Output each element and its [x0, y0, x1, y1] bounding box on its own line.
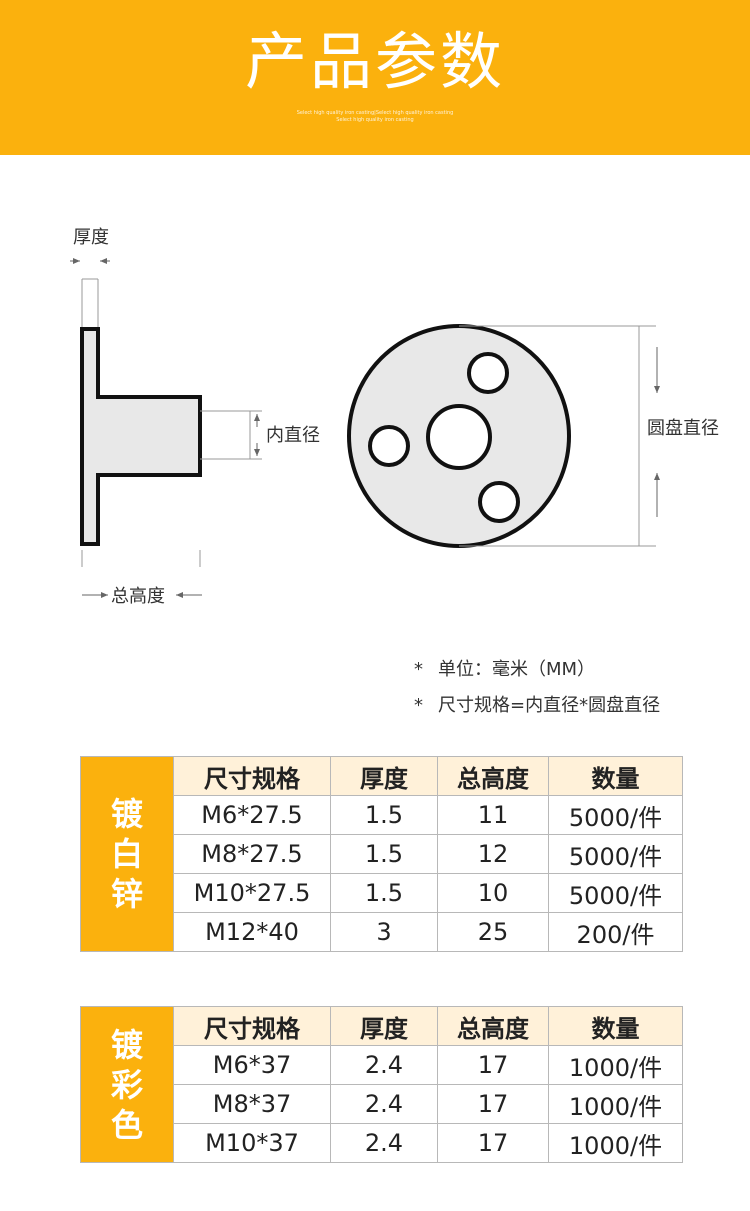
thickness-label: 厚度 [73, 227, 109, 248]
header-spec: 尺寸规格 [173, 756, 331, 796]
note-star: * [414, 659, 423, 680]
header-thickness: 厚度 [330, 756, 438, 796]
banner-subtitle-line-2: Select high quality iron casting [336, 117, 414, 123]
header-quantity: 数量 [548, 1006, 683, 1046]
cell-spec: M6*37 [173, 1045, 331, 1085]
banner-subtitle: Select high quality iron casting|Select … [0, 110, 750, 124]
note-spec: * 尺寸规格=内直径*圆盘直径 [414, 688, 660, 724]
header-total-height: 总高度 [437, 1006, 549, 1046]
table-row: M10*27.5 1.5 10 5000/件 [81, 873, 683, 913]
spec-table-white-zinc: 镀 白 锌 尺寸规格 厚度 总高度 数量 M6*27.5 1.5 11 5000… [80, 756, 683, 952]
table-side-label: 镀 白 锌 [80, 756, 174, 952]
header-banner: 产品参数 Select high quality iron casting|Se… [0, 0, 750, 155]
flange-side-profile [80, 327, 202, 546]
note-star: * [414, 695, 423, 716]
cell-thickness: 1.5 [330, 795, 438, 835]
cell-quantity: 1000/件 [548, 1084, 683, 1124]
note-spec-text: 尺寸规格=内直径*圆盘直径 [438, 695, 661, 716]
cell-total-height: 17 [437, 1084, 549, 1124]
header-quantity: 数量 [548, 756, 683, 796]
note-unit-text: 单位：毫米（MM） [438, 659, 596, 680]
cell-spec: M10*37 [173, 1123, 331, 1163]
header-spec: 尺寸规格 [173, 1006, 331, 1046]
cell-quantity: 1000/件 [548, 1123, 683, 1163]
cell-spec: M6*27.5 [173, 795, 331, 835]
table-side-label: 镀 彩 色 [80, 1006, 174, 1163]
cell-quantity: 5000/件 [548, 873, 683, 913]
disc-mount-hole-left [368, 425, 410, 467]
cell-quantity: 200/件 [548, 912, 683, 952]
cell-total-height: 17 [437, 1123, 549, 1163]
cell-thickness: 2.4 [330, 1084, 438, 1124]
cell-quantity: 5000/件 [548, 834, 683, 874]
table-row: M8*27.5 1.5 12 5000/件 [81, 834, 683, 874]
table-row: M6*37 2.4 17 1000/件 [81, 1045, 683, 1085]
banner-subtitle-line-1: Select high quality iron casting|Select … [296, 110, 454, 116]
cell-total-height: 25 [437, 912, 549, 952]
disc-mount-hole-top [467, 352, 509, 394]
diagram-svg: 厚度 内直径 总高度 圆盘直径 [70, 227, 719, 607]
cell-thickness: 3 [330, 912, 438, 952]
table-row: M12*40 3 25 200/件 [81, 912, 683, 952]
table-row: M8*37 2.4 17 1000/件 [81, 1084, 683, 1124]
disc-mount-hole-bottom [478, 481, 520, 523]
cell-thickness: 2.4 [330, 1123, 438, 1163]
disc-diameter-label: 圆盘直径 [647, 418, 719, 439]
total-height-label: 总高度 [111, 586, 165, 607]
cell-total-height: 12 [437, 834, 549, 874]
product-diagram: 厚度 内直径 总高度 圆盘直径 [0, 155, 750, 635]
cell-spec: M10*27.5 [173, 873, 331, 913]
cell-spec: M8*37 [173, 1084, 331, 1124]
spec-table-color-zinc: 镀 彩 色 尺寸规格 厚度 总高度 数量 M6*37 2.4 17 1000/件… [80, 1006, 683, 1163]
notes: * 单位：毫米（MM） * 尺寸规格=内直径*圆盘直径 [414, 652, 660, 724]
header-thickness: 厚度 [330, 1006, 438, 1046]
table-row: M10*37 2.4 17 1000/件 [81, 1123, 683, 1163]
cell-total-height: 10 [437, 873, 549, 913]
cell-thickness: 1.5 [330, 873, 438, 913]
page-title: 产品参数 [244, 25, 505, 98]
inner-diameter-label: 内直径 [266, 425, 320, 446]
disc-center-hole [426, 404, 492, 470]
note-unit: * 单位：毫米（MM） [414, 652, 660, 688]
cell-total-height: 11 [437, 795, 549, 835]
cell-total-height: 17 [437, 1045, 549, 1085]
header-total-height: 总高度 [437, 756, 549, 796]
cell-thickness: 1.5 [330, 834, 438, 874]
cell-thickness: 2.4 [330, 1045, 438, 1085]
cell-spec: M12*40 [173, 912, 331, 952]
cell-spec: M8*27.5 [173, 834, 331, 874]
cell-quantity: 1000/件 [548, 1045, 683, 1085]
cell-quantity: 5000/件 [548, 795, 683, 835]
